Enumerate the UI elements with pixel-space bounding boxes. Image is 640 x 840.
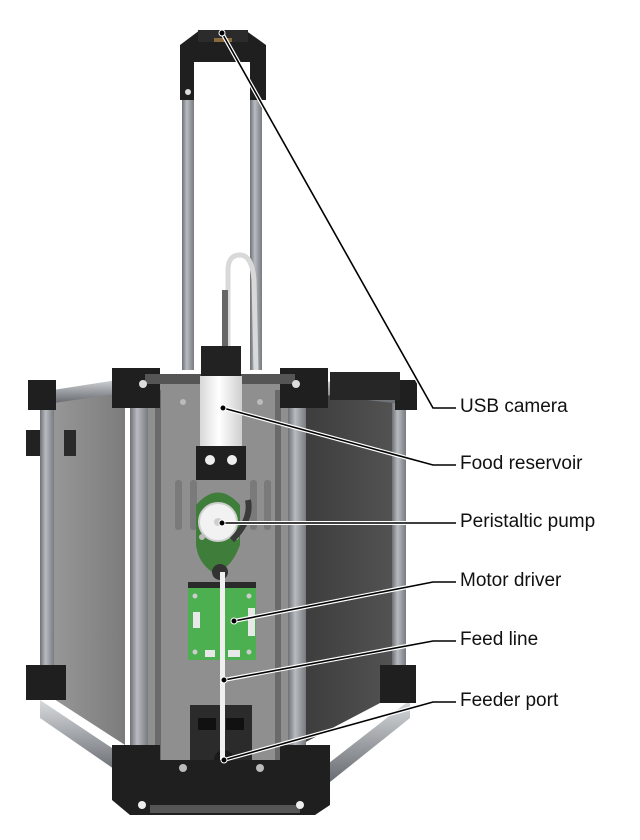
mast-screw — [185, 89, 191, 95]
left-clip — [26, 430, 40, 456]
left-top-corner — [28, 380, 56, 410]
right-top-bracket — [330, 372, 400, 400]
left-clip-2 — [64, 430, 76, 456]
front-rail-right — [288, 380, 306, 800]
leader-usb-camera — [218, 29, 456, 410]
label-peristaltic-pump: Peristaltic pump — [460, 511, 596, 532]
reservoir-vent — [222, 290, 228, 350]
leader-lines — [218, 29, 456, 764]
tubing-loop — [225, 252, 259, 371]
leader-peristaltic-pump — [218, 519, 456, 527]
right-bottom-rail — [320, 700, 410, 790]
label-feed-line: Feed line — [460, 629, 539, 650]
left-outer-rail — [40, 400, 54, 700]
front-rail-left — [130, 380, 148, 800]
label-usb-camera: USB camera — [460, 396, 568, 417]
label-feeder-port: Feeder port — [460, 690, 559, 711]
label-motor-driver: Motor driver — [460, 570, 562, 591]
camera-bracket — [180, 30, 266, 100]
leader-food-reservoir — [219, 404, 456, 467]
leader-feeder-port — [220, 700, 456, 764]
reservoir-base — [196, 446, 246, 480]
vent-slots — [175, 480, 271, 530]
leader-feed-line — [220, 639, 456, 684]
left-top-rail — [40, 378, 130, 405]
left-bottom-rail — [40, 700, 130, 780]
front-inner-rail-right — [275, 390, 281, 770]
peristaltic-pump — [196, 492, 252, 580]
reservoir-cap — [201, 346, 241, 376]
camera-mast — [180, 30, 266, 370]
left-bottom-corner — [26, 665, 66, 700]
label-food-reservoir: Food reservoir — [460, 453, 583, 474]
right-side-panel — [300, 385, 405, 745]
right-bottom-corner — [380, 665, 416, 703]
right-top-corner — [395, 380, 417, 410]
left-side-panel — [40, 385, 125, 745]
mast-rail-left — [182, 60, 194, 370]
right-outer-rail — [392, 400, 406, 690]
front-inner-rail-left — [155, 390, 161, 770]
leader-motor-driver — [230, 580, 456, 625]
bottom-base — [112, 745, 330, 815]
camera-lens — [214, 38, 232, 42]
